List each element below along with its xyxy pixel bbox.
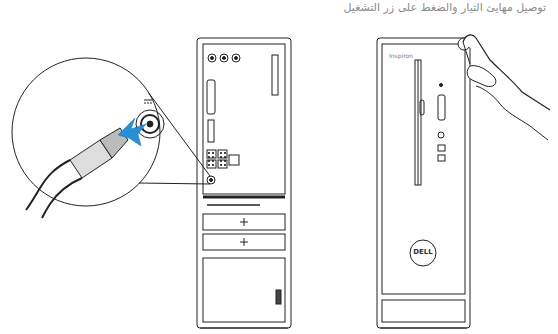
logo-text: DELL — [412, 248, 434, 256]
step-heading: توصيل مهايئ التيار والضغط على زر التشغيل — [344, 1, 546, 14]
brand-name: Inspiron — [389, 52, 413, 59]
